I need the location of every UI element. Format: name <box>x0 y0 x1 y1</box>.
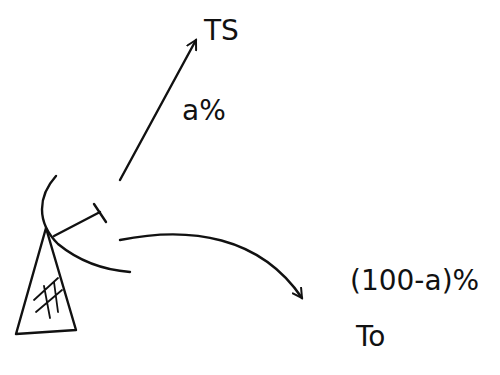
ground-temperature-label: To <box>356 322 385 353</box>
hatching <box>34 278 62 318</box>
ground-arrow <box>120 234 302 298</box>
percentage-label: a% <box>182 96 226 127</box>
sky-temperature-label: TS <box>204 16 239 47</box>
feed-arm <box>54 212 100 236</box>
mount-stand <box>16 228 76 334</box>
percentage-label: (100-a)% <box>350 266 479 297</box>
feed-horn <box>94 204 106 222</box>
